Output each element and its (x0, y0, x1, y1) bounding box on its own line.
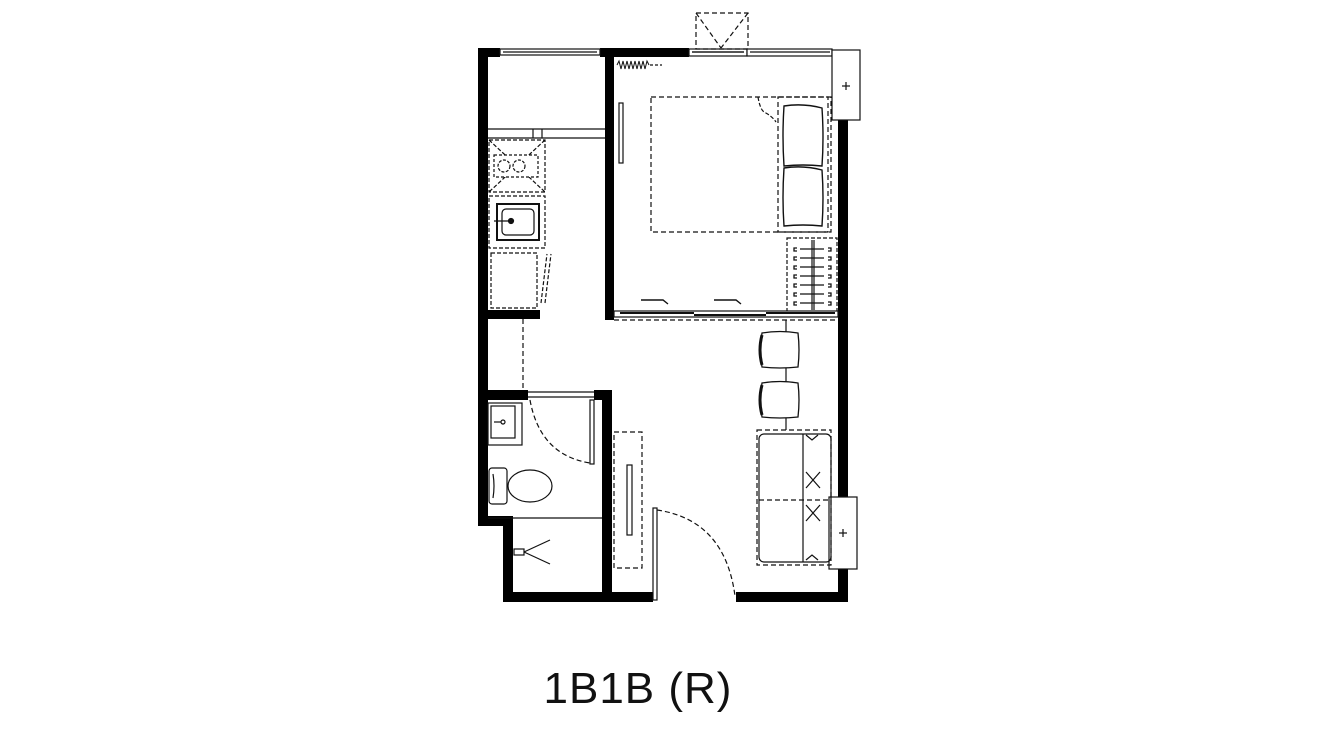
walls (478, 48, 848, 602)
pillow-1 (782, 104, 824, 167)
kitchen-sink (488, 195, 546, 249)
bar-stool-1 (758, 330, 800, 369)
sofa-two-seat (756, 429, 832, 566)
hob-two-burner (488, 139, 546, 193)
refrigerator (490, 252, 552, 309)
tv-bedroom (618, 102, 624, 164)
window-awning-top (688, 12, 749, 57)
curtain (616, 59, 662, 70)
shower-head (513, 539, 551, 565)
wardrobe-hanging (786, 237, 838, 313)
window-sliding-top-left (499, 48, 601, 56)
unit-type-label: 1B1B (R) (543, 664, 733, 713)
ac-unit-bedroom (831, 49, 861, 121)
pillow-2 (782, 166, 824, 227)
bath-wash-basin (487, 402, 523, 446)
window-fixed-top-right (746, 48, 833, 57)
ac-unit-living (828, 496, 858, 570)
bedroom-sliding-door (613, 299, 839, 321)
bar-stool-2 (758, 380, 800, 419)
toilet (488, 467, 553, 505)
double-bed (650, 96, 832, 233)
tv-living (613, 431, 643, 569)
entry-door (652, 507, 736, 601)
balcony-or-service-area (488, 128, 605, 139)
bathroom-door (528, 391, 595, 465)
